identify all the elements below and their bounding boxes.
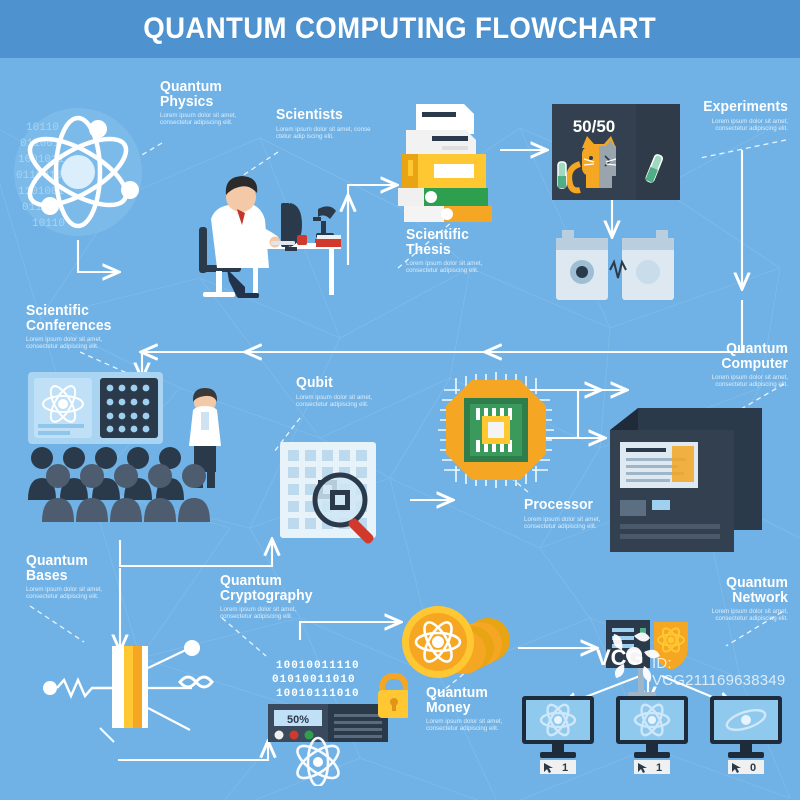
label-qubit: Qubit Lorem ipsum dolor sit amet,consect… (296, 374, 426, 408)
label-scientific-conferences: Scientific Conferences Lorem ipsum dolor… (26, 302, 166, 351)
quantum-bases-prism (43, 640, 214, 743)
label-title: Quantum Network (726, 574, 788, 606)
page-title: QUANTUM COMPUTING FLOWCHART (143, 12, 657, 45)
label-desc: Lorem ipsum dolor sit amet,consectetur a… (26, 336, 103, 351)
label-experiments: Experiments Lorem ipsum dolor sit amet,c… (650, 98, 788, 132)
label-desc: Lorem ipsum dolor sit amet,consectetur a… (296, 393, 373, 408)
header-band: QUANTUM COMPUTING FLOWCHART (0, 0, 800, 58)
label-quantum-network: Quantum Network Lorem ipsum dolor sit am… (652, 574, 788, 623)
svg-text:10110: 10110 (26, 122, 59, 134)
label-title: Scientific Conferences (26, 302, 112, 334)
label-desc: Lorem ipsum dolor sit amet,consectetur a… (406, 260, 483, 275)
label-desc: Lorem ipsum dolor sit amet,consectetur a… (711, 374, 788, 389)
label-scientists: Scientists Lorem ipsum dolor sit amet, c… (276, 106, 406, 140)
label-title: Qubit (296, 374, 333, 391)
label-desc: Lorem ipsum dolor sit amet,consectetur a… (220, 606, 297, 621)
label-title: Scientists (276, 106, 343, 123)
label-desc: Lorem ipsum dolor sit amet,consectetur a… (524, 515, 601, 530)
quantum-network-monitors: 1 1 0 (522, 620, 782, 774)
binary-row-1: 10010011110 (276, 660, 360, 672)
label-title: Scientific Thesis (406, 226, 469, 258)
label-title: Quantum Computer (721, 340, 788, 372)
thesis-book-stack (398, 104, 492, 222)
qubit-grid-magnifier (280, 442, 376, 544)
svg-text:10110: 10110 (32, 218, 65, 230)
label-desc: Lorem ipsum dolor sit amet,consectetur a… (426, 718, 503, 733)
monitor-bit-1: 1 (562, 762, 568, 774)
cryptography-device: 10010011110 01010011010 10010111010 50% (268, 660, 408, 786)
label-quantum-computer: Quantum Computer Lorem ipsum dolor sit a… (652, 340, 788, 389)
label-title: Quantum Bases (26, 552, 88, 584)
label-title: Quantum Money (426, 684, 488, 716)
cat-readout: 50/50 (573, 117, 616, 136)
schrodinger-cat-box: 50/50 (552, 104, 680, 200)
binary-row-3: 10010111010 (276, 688, 360, 700)
label-desc: Lorem ipsum dolor sit amet,consectetur a… (711, 117, 788, 132)
label-title: Processor (524, 496, 594, 513)
label-processor: Processor Lorem ipsum dolor sit amet,con… (524, 496, 654, 530)
watermark-id: ID: VCG211169638349 (652, 655, 786, 689)
label-title: Quantum Physics (160, 78, 222, 110)
label-quantum-bases: Quantum Bases Lorem ipsum dolor sit amet… (26, 552, 156, 601)
label-title: Quantum Cryptography (220, 572, 313, 604)
label-quantum-cryptography: Quantum Cryptography Lorem ipsum dolor s… (220, 572, 360, 621)
label-scientific-thesis: Scientific Thesis Lorem ipsum dolor sit … (406, 226, 536, 275)
label-quantum-physics: Quantum Physics Lorem ipsum dolor sit am… (160, 78, 290, 127)
quantum-computer-server (610, 408, 762, 552)
watermark-graphic (613, 632, 660, 682)
conference-audience-screen (28, 372, 221, 522)
monitor-bit-3: 0 (750, 762, 756, 774)
quantum-money-coins (402, 606, 510, 678)
label-title: Experiments (703, 98, 788, 115)
label-quantum-money: Quantum Money Lorem ipsum dolor sit amet… (426, 684, 556, 733)
label-desc: Lorem ipsum dolor sit amet,consectetur a… (26, 586, 103, 601)
monitor-bit-2: 1 (656, 762, 662, 774)
crypto-percent: 50% (287, 714, 309, 726)
scientist-at-desk (199, 176, 341, 298)
detector-cylinders (556, 230, 674, 300)
label-desc: Lorem ipsum dolor sit amet,consectetur a… (160, 112, 237, 127)
quantum-chip (438, 372, 554, 488)
label-desc: Lorem ipsum dolor sit amet,consectetur a… (711, 608, 788, 623)
binary-row-2: 01010011010 (272, 674, 356, 686)
